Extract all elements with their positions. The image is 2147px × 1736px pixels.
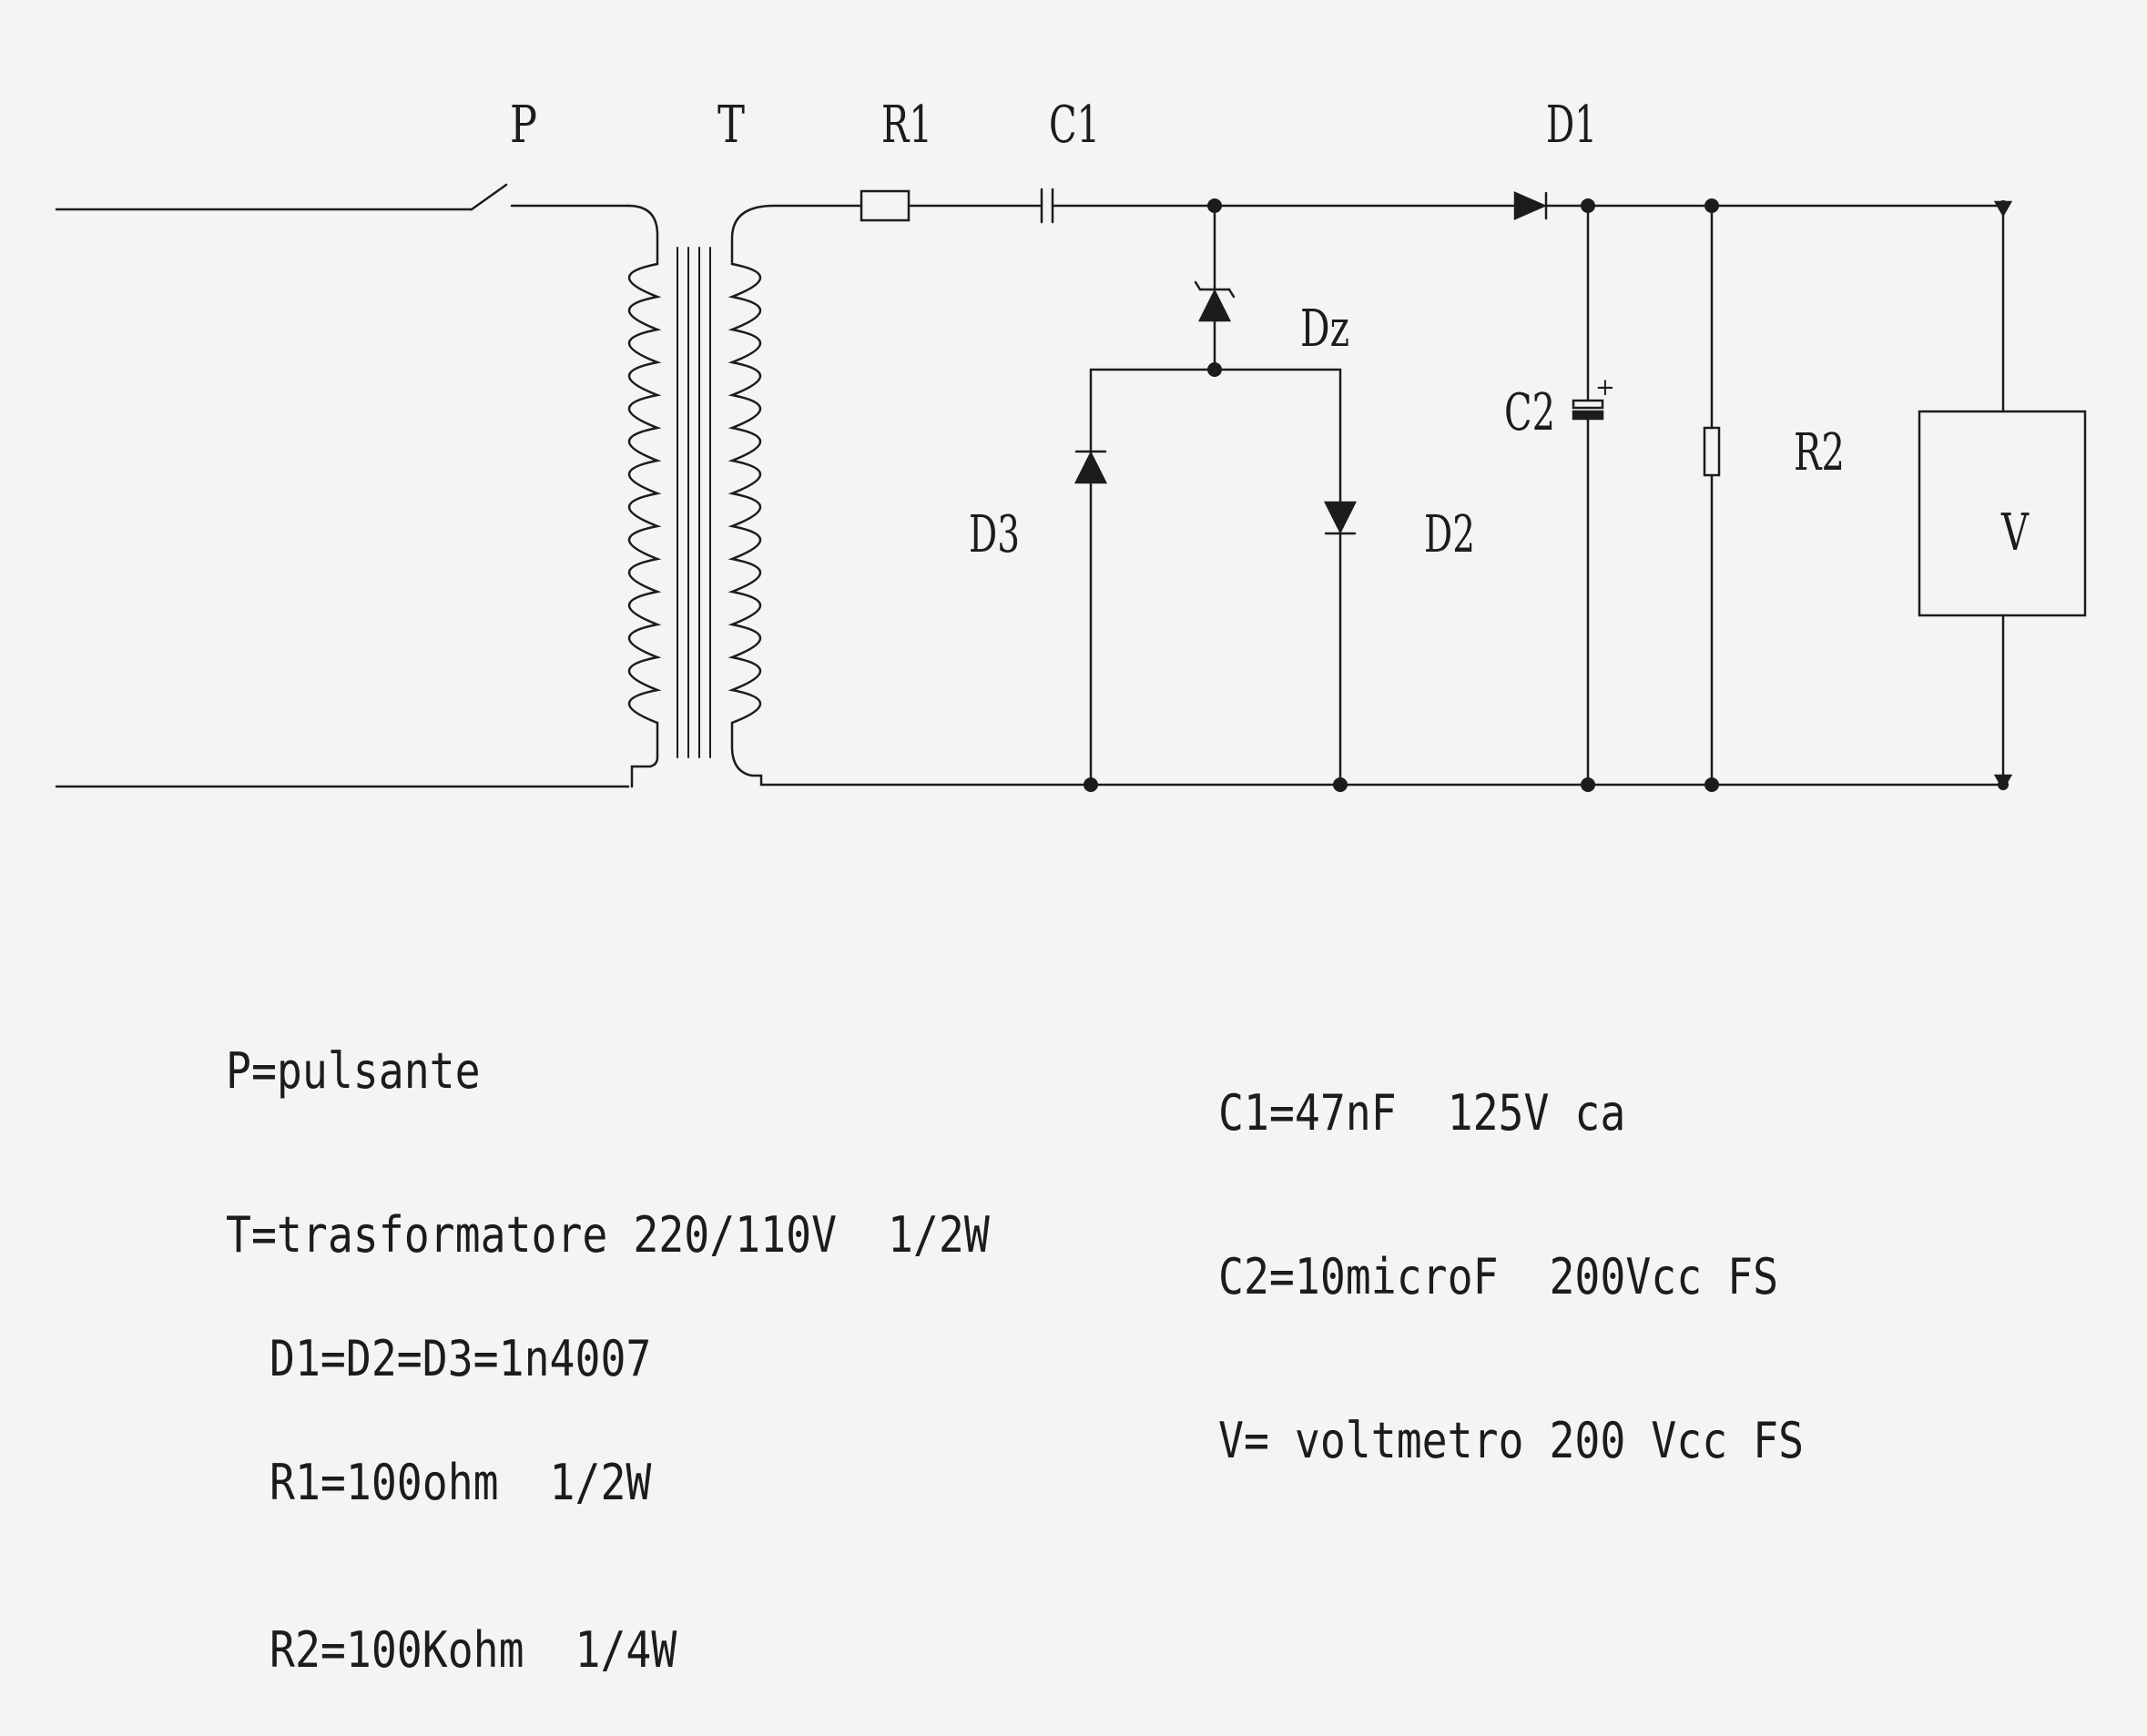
junction-dot	[1998, 779, 2009, 790]
node-wiring	[1089, 368, 1342, 787]
diode-d1	[1513, 191, 2005, 220]
junction-dot	[1207, 362, 1222, 377]
legend-v: V= voltmetro 200 Vcc FS	[1218, 1412, 1805, 1469]
junction-dot	[1704, 198, 1719, 213]
label-r1: R1	[881, 96, 932, 155]
legend-diodes: D1=D2=D3=1n4007	[270, 1330, 652, 1387]
transformer-core	[677, 247, 711, 758]
voltmeter-v	[1918, 200, 2087, 791]
label-v: V	[2000, 503, 2030, 563]
label-c2-plus: +	[1595, 374, 1615, 401]
legend-c2: C2=10microF 200Vcc FS	[1218, 1248, 1779, 1305]
capacitor-c2	[1572, 204, 1604, 787]
label-dz: Dz	[1300, 299, 1349, 359]
junction-dot	[1581, 198, 1595, 213]
resistor-r2	[1703, 204, 1721, 787]
label-c1: C1	[1049, 96, 1100, 155]
resistor-r1	[860, 189, 1043, 222]
junction-dot	[1084, 777, 1098, 792]
junction-dot	[1704, 777, 1719, 792]
label-d3: D3	[969, 505, 1020, 564]
legend-t: T=trasformatore 220/110V 1/2W	[226, 1206, 990, 1264]
legend-c1: C1=47nF 125V ca	[1218, 1084, 1626, 1142]
label-r2: R2	[1794, 423, 1845, 482]
junction-dot	[1581, 777, 1595, 792]
label-t: T	[717, 96, 745, 155]
label-p: P	[510, 96, 537, 155]
transformer-primary	[626, 204, 662, 788]
legend-r1: R1=100ohm 1/2W	[270, 1454, 652, 1511]
junctions	[1084, 198, 2009, 792]
transformer-secondary	[728, 204, 2005, 787]
junction-dot	[1998, 200, 2009, 211]
legend-p: P=pulsante	[226, 1042, 481, 1100]
junction-dot	[1207, 198, 1222, 213]
switch-p	[470, 183, 630, 211]
junction-dot	[1333, 777, 1348, 792]
legend-r2: R2=100Kohm 1/4W	[270, 1621, 677, 1679]
diode-d3	[1074, 450, 1108, 484]
label-d1: D1	[1546, 96, 1597, 155]
zener-dz	[1194, 204, 1236, 371]
label-c2: C2	[1504, 383, 1555, 442]
label-d2: D2	[1424, 505, 1475, 564]
capacitor-c1	[1040, 188, 1517, 224]
diode-d2	[1323, 501, 1358, 535]
